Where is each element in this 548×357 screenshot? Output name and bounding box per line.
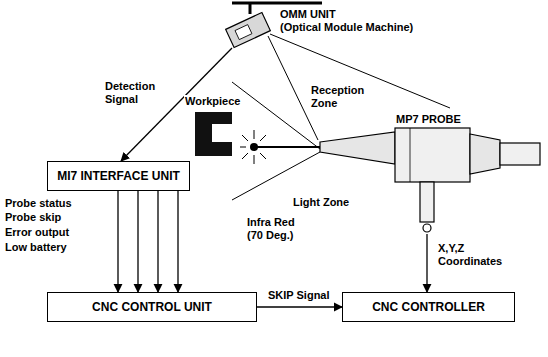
stylus <box>254 146 320 148</box>
zone-label: Light Zone <box>292 196 350 209</box>
probe-body <box>320 132 395 164</box>
signal-arrow <box>137 191 138 292</box>
signal-arrow <box>426 234 427 292</box>
probe-detail <box>410 128 411 182</box>
tool-holder <box>470 134 500 174</box>
light-line <box>232 152 320 200</box>
zone-label: Reception Zone <box>310 84 374 110</box>
signal-name: Probe skip <box>4 211 62 224</box>
stylus-ball <box>250 143 258 151</box>
shank <box>500 143 540 165</box>
signal-arrow <box>117 191 118 292</box>
unit-box: CNC CONTROLLER <box>342 292 515 322</box>
unit-name: CNC CONTROLLER <box>351 300 506 314</box>
unit-name: MI7 INTERFACE UNIT <box>56 169 181 183</box>
light-line <box>232 82 320 149</box>
omm-housing <box>226 12 271 47</box>
zone-label: Workpiece <box>184 95 241 108</box>
unit-name: CNC CONTROL UNIT <box>56 300 248 314</box>
unit-name: MP7 PROBE <box>396 113 542 126</box>
omm-device <box>226 12 271 47</box>
unit-box: CNC CONTROL UNIT <box>47 292 257 322</box>
probe-flange <box>395 128 470 182</box>
device-area: OMM UNIT(Optical Module Machine) <box>218 2 450 52</box>
signal-name: Low battery <box>4 241 68 254</box>
signal-arrow <box>257 306 342 307</box>
signal-arrow <box>157 191 158 292</box>
edge-label: Detection Signal <box>104 80 166 106</box>
connector-ring <box>423 224 431 232</box>
unit-name: OMM UNIT <box>280 8 450 21</box>
signal-name: Probe status <box>4 197 73 210</box>
unit-box: MI7 INTERFACE UNIT <box>47 161 190 191</box>
probe-connector <box>420 182 434 222</box>
mount-bracket <box>232 2 322 5</box>
device-area: MP7 PROBE <box>316 112 542 234</box>
signal-name: Error output <box>4 226 70 239</box>
signal-arrow <box>177 191 178 292</box>
edge-label: SKIP Signal <box>267 289 331 302</box>
unit-subtitle: (Optical Module Machine) <box>280 21 450 34</box>
zone-label: Infra Red (70 Deg.) <box>246 216 308 242</box>
workpiece-shape <box>195 112 232 156</box>
omm-window <box>235 25 252 40</box>
touch-rays <box>240 130 266 164</box>
mount-arm <box>249 3 252 14</box>
edge-label: X,Y,Z Coordinates <box>437 242 511 268</box>
